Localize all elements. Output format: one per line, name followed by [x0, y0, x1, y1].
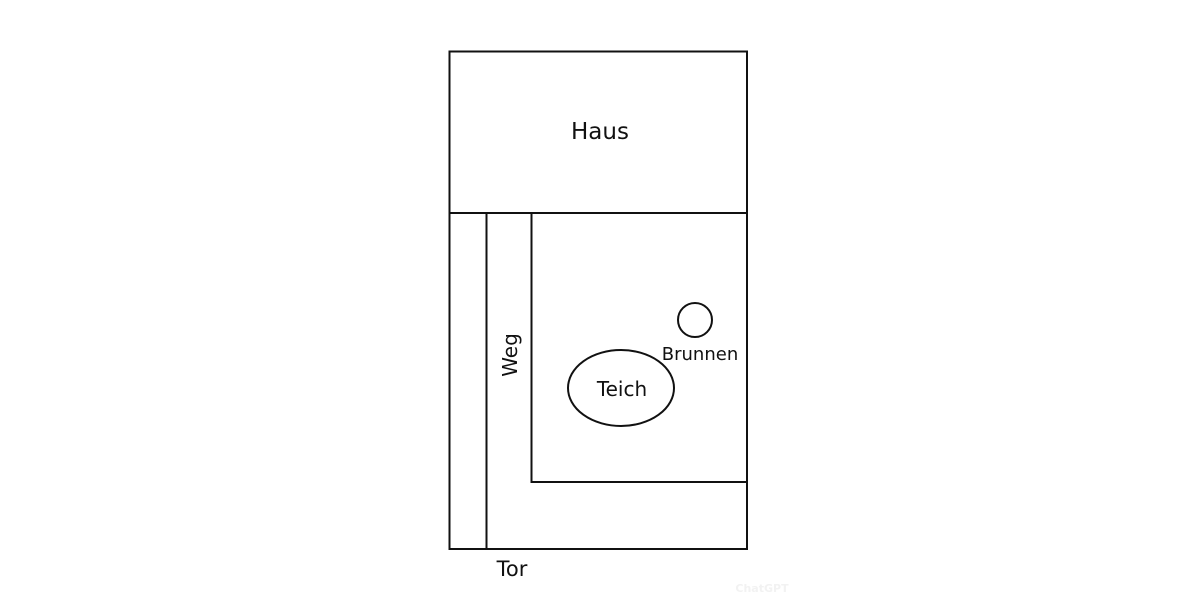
fountain-label: Brunnen [662, 344, 738, 365]
fountain-shape [677, 302, 713, 338]
gate-label: Tor [496, 557, 528, 581]
pond-shape [567, 349, 675, 427]
pond-label: Teich [596, 377, 647, 401]
garden-area-boundary [530, 213, 747, 483]
watermark: ChatGPT [735, 582, 789, 595]
house-label: Haus [571, 119, 629, 145]
path-label: Weg [498, 333, 522, 377]
property-boundary [448, 50, 748, 550]
